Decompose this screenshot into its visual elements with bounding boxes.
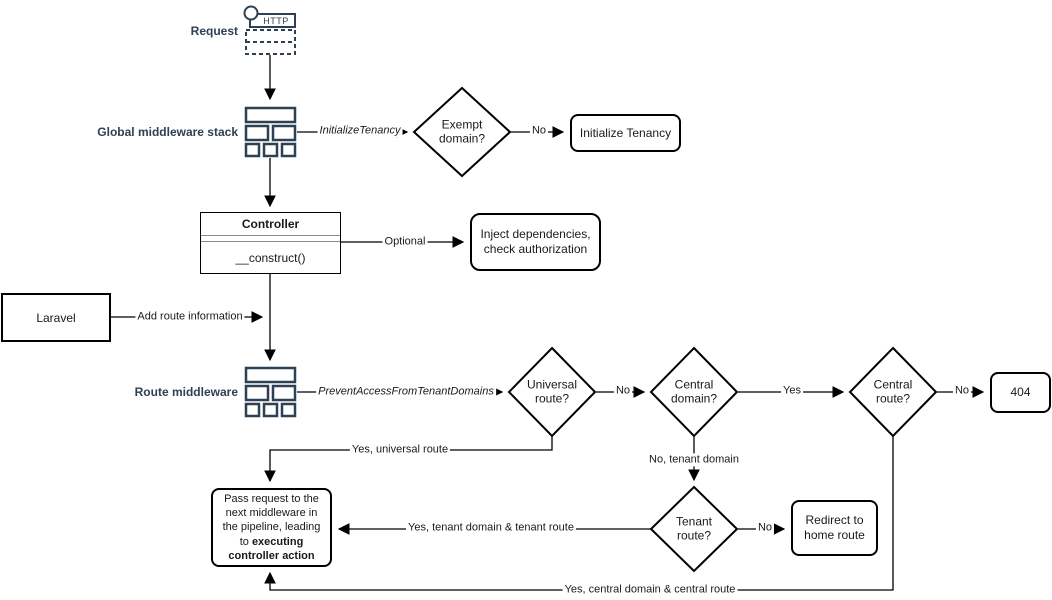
- http-request-icon: [243, 5, 296, 55]
- middleware-stack-icon: [244, 106, 297, 158]
- controller-class-box: Controller __construct(): [200, 212, 341, 274]
- route-middleware-label: Route middleware: [134, 385, 238, 399]
- edge-label-yes-universal-route: Yes, universal route: [349, 443, 451, 457]
- edge-label-central-domain-yes: Yes: [781, 384, 803, 398]
- laravel-box: Laravel: [1, 293, 111, 342]
- inject-dependencies-box: Inject dependencies, check authorization: [470, 213, 601, 271]
- pass-request-text: Pass request to the next middleware in t…: [222, 492, 321, 562]
- pass-request-box: Pass request to the next middleware in t…: [211, 488, 332, 567]
- exempt-domain-text: Exempt domain?: [438, 117, 486, 146]
- central-domain-text: Central domain?: [670, 377, 718, 406]
- route-middleware-icon: [244, 366, 297, 418]
- edge-label-exempt-no: No: [529, 124, 549, 138]
- edge-label-yes-tenant-domain-route: Yes, tenant domain & tenant route: [406, 521, 576, 535]
- controller-title: Controller: [201, 213, 340, 236]
- controller-method: __construct(): [235, 250, 306, 265]
- edge-label-optional: Optional: [382, 235, 428, 249]
- edge-label-prevent-access: PreventAccessFromTenantDomains: [316, 385, 496, 399]
- tenant-route-text: Tenant route?: [675, 514, 713, 543]
- global-middleware-stack-label: Global middleware stack: [97, 125, 238, 139]
- redirect-home-text: Redirect to home route: [804, 513, 865, 542]
- edge-label-tenant-route-no: No: [755, 521, 775, 535]
- edge-label-universal-no: No: [613, 384, 633, 398]
- central-route-diamond: [848, 346, 938, 438]
- edge-label-central-route-no: No: [952, 384, 972, 398]
- edge-label-add-route-information: Add route information: [135, 310, 245, 324]
- edge-label-yes-central-domain-route: Yes, central domain & central route: [562, 583, 738, 597]
- inject-dependencies-text: Inject dependencies, check authorization: [480, 227, 591, 256]
- 404-box: 404: [990, 372, 1051, 413]
- pass-request-bold-text: executing controller action: [228, 535, 315, 562]
- 404-text: 404: [1010, 385, 1031, 399]
- http-icon-label: HTTP: [263, 16, 289, 26]
- universal-route-diamond: [507, 346, 597, 438]
- universal-route-text: Universal route?: [526, 377, 577, 406]
- tenant-route-diamond: [649, 485, 739, 573]
- controller-fields-divider: [201, 236, 340, 242]
- central-domain-diamond: [649, 346, 739, 438]
- edge-label-initialize-tenancy: InitializeTenancy: [317, 124, 403, 138]
- exempt-domain-diamond: [412, 86, 512, 178]
- redirect-home-box: Redirect to home route: [791, 500, 878, 556]
- request-label: Request: [190, 24, 238, 38]
- central-route-text: Central route?: [873, 377, 913, 406]
- edge-label-no-tenant-domain: No, tenant domain: [647, 453, 741, 467]
- initialize-tenancy-box: Initialize Tenancy: [570, 114, 681, 152]
- initialize-tenancy-text: Initialize Tenancy: [579, 125, 672, 140]
- laravel-text: Laravel: [36, 310, 76, 325]
